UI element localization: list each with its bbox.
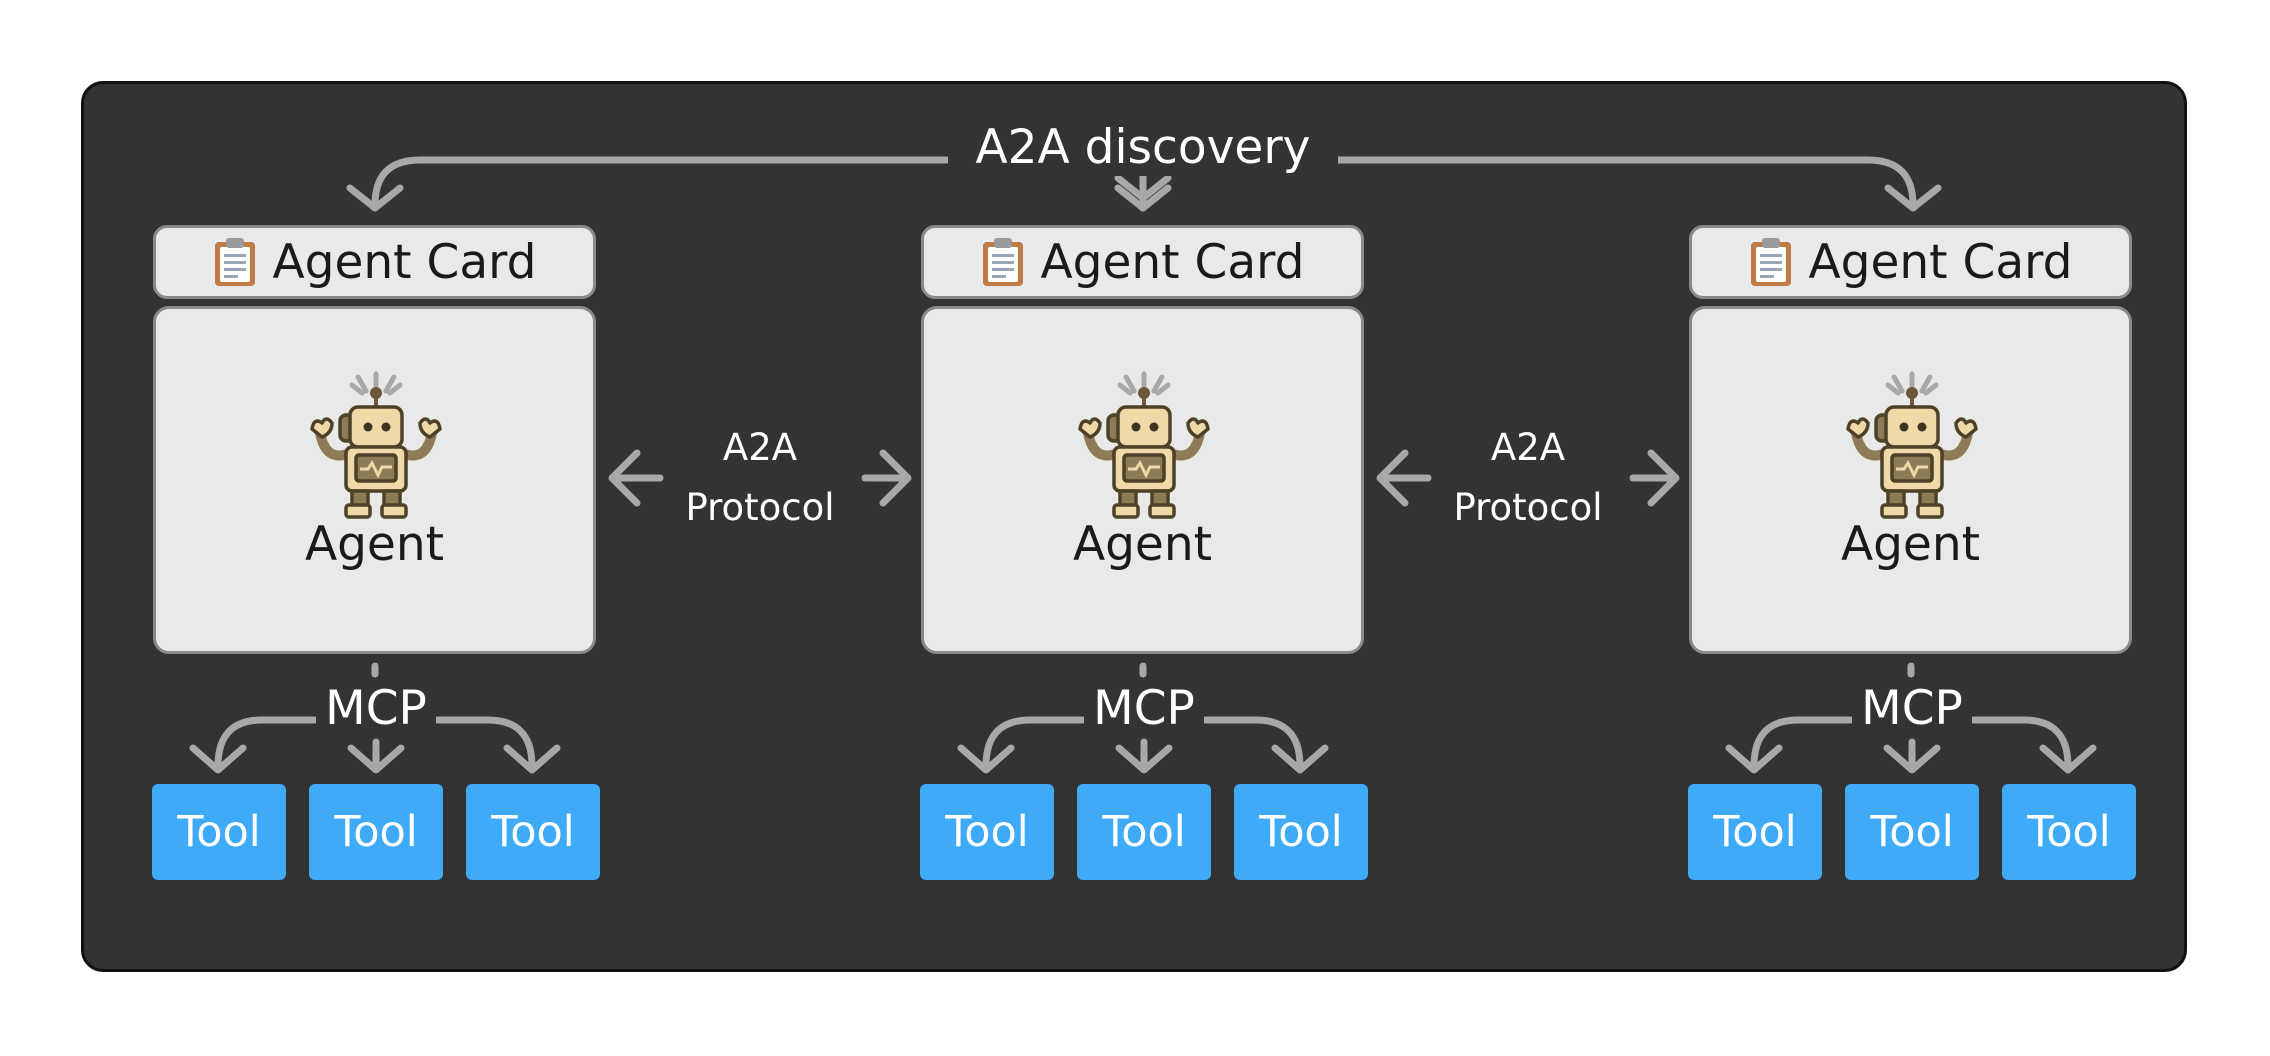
- mcp-label-3: MCP: [1852, 685, 1972, 737]
- protocol-label-2-line2: Protocol: [1453, 486, 1603, 529]
- protocol-label-1-line1: A2A: [722, 426, 798, 469]
- agent-3-label: Agent: [1840, 517, 1981, 572]
- agent-card-2-label: Agent Card: [1040, 234, 1305, 290]
- agent-card-2: Agent Card: [921, 225, 1364, 299]
- clipboard-icon: [1748, 236, 1794, 288]
- protocol-label-2-line1: A2A: [1490, 426, 1566, 469]
- agent-card-1: Agent Card: [153, 225, 596, 299]
- robot-icon: [1842, 371, 1982, 521]
- agent-1-label: Agent: [304, 517, 445, 572]
- agent-card-1-label: Agent Card: [272, 234, 537, 290]
- clipboard-icon: [980, 236, 1026, 288]
- robot-icon: [1074, 371, 1214, 521]
- robot-icon: [306, 371, 446, 521]
- agent-card-3-label: Agent Card: [1808, 234, 2073, 290]
- agent-2-label: Agent: [1072, 517, 1213, 572]
- discovery-label: A2A discovery: [948, 124, 1338, 176]
- protocol-label-2: A2A Protocol: [1443, 418, 1613, 538]
- mcp-label-1: MCP: [316, 685, 436, 737]
- mcp-label-2: MCP: [1084, 685, 1204, 737]
- clipboard-icon: [212, 236, 258, 288]
- tool-1-3: Tool: [466, 784, 600, 880]
- agent-box-2: Agent: [921, 306, 1364, 654]
- tool-3-2: Tool: [1845, 784, 1979, 880]
- tool-2-1: Tool: [920, 784, 1054, 880]
- protocol-label-1-line2: Protocol: [685, 486, 835, 529]
- agent-box-1: Agent: [153, 306, 596, 654]
- tool-2-2: Tool: [1077, 784, 1211, 880]
- agent-card-3: Agent Card: [1689, 225, 2132, 299]
- tool-1-1: Tool: [152, 784, 286, 880]
- tool-3-1: Tool: [1688, 784, 1822, 880]
- tool-2-3: Tool: [1234, 784, 1368, 880]
- tool-1-2: Tool: [309, 784, 443, 880]
- tool-3-3: Tool: [2002, 784, 2136, 880]
- protocol-label-1: A2A Protocol: [675, 418, 845, 538]
- agent-box-3: Agent: [1689, 306, 2132, 654]
